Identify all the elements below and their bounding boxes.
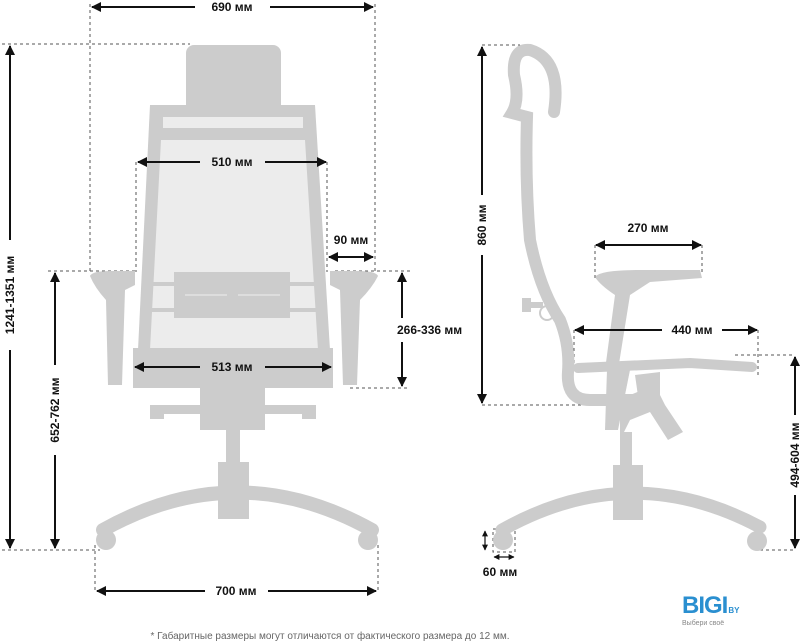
side-chair (493, 43, 767, 551)
front-guides (2, 4, 410, 592)
armrest-above-seat-label: 266-336 мм (397, 323, 462, 337)
base-width-label: 700 мм (215, 584, 256, 598)
backrest-profile (502, 43, 661, 406)
logo-suffix: BY (728, 606, 740, 615)
armrest-offset-label: 90 мм (334, 233, 369, 247)
gas-lift (226, 430, 240, 464)
left-armrest (90, 271, 135, 385)
armrest-height-label: 652-762 мм (48, 377, 62, 442)
overall-width-label: 690 мм (211, 0, 252, 14)
seat-profile (573, 357, 757, 373)
total-height-label: 1241-1351 мм (3, 256, 17, 335)
footnote-container: * Габаритные размеры могут отличаются от… (0, 626, 660, 644)
front-view: 690 мм 510 мм 90 мм 513 мм 700 мм 1241-1… (2, 0, 462, 598)
footnote: * Габаритные размеры могут отличаются от… (150, 631, 510, 642)
logo-row: BIGIBY (682, 594, 772, 618)
side-view: 860 мм 270 мм 440 мм 494-604 мм 60 мм (475, 43, 800, 579)
back-height-label: 860 мм (475, 204, 489, 245)
logo-tagline: Выбери своё (682, 620, 725, 627)
seat-height-label: 494-604 мм (788, 422, 800, 487)
headrest (186, 45, 281, 114)
caster (747, 531, 767, 551)
caster (493, 530, 513, 550)
seat-width-label: 513 мм (211, 360, 252, 374)
logo-text: BIGI (682, 592, 728, 619)
caster-size-label: 60 мм (483, 565, 518, 579)
side-armrest (595, 270, 702, 370)
side-guides (482, 44, 795, 553)
brand-logo: BIGIBY Выбери своё (682, 594, 772, 638)
tilt-knob (539, 305, 555, 321)
right-armrest (330, 271, 378, 385)
caster (358, 530, 378, 550)
caster (96, 530, 116, 550)
front-chair (90, 45, 379, 550)
seat-depth-label: 440 мм (671, 323, 712, 337)
back-width-label: 510 мм (211, 155, 252, 169)
armrest-length-label: 270 мм (627, 221, 668, 235)
